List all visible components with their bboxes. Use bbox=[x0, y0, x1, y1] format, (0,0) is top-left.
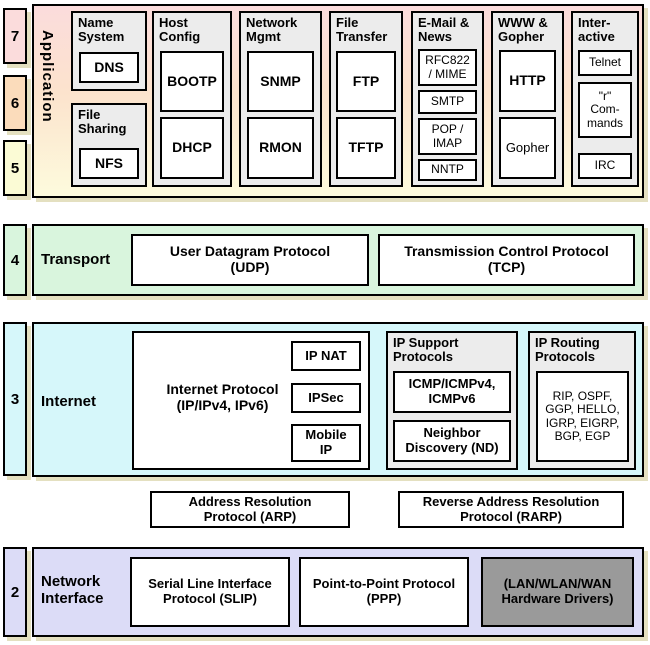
protocol-arp[interactable]: Address Resolution Protocol (ARP) bbox=[150, 491, 350, 528]
protocol-icmp[interactable]: ICMP/ICMPv4, ICMPv6 bbox=[393, 371, 511, 413]
group-file-sharing-title: File Sharing bbox=[78, 107, 127, 137]
protocol-ip-nat[interactable]: IP NAT bbox=[291, 341, 361, 371]
layer-number-7-label: 7 bbox=[10, 27, 20, 45]
group-network-mgmt-title: Network Mgmt bbox=[246, 15, 298, 45]
protocol-pop-imap[interactable]: POP / IMAP bbox=[418, 118, 477, 155]
protocol-udp[interactable]: User Datagram Protocol (UDP) bbox=[131, 234, 369, 286]
protocol-tcp[interactable]: Transmission Control Protocol (TCP) bbox=[378, 234, 635, 286]
protocol-dns[interactable]: DNS bbox=[79, 52, 139, 83]
group-email-news-title: E-Mail & News bbox=[418, 15, 470, 45]
protocol-telnet[interactable]: Telnet bbox=[578, 50, 632, 76]
protocol-ppp[interactable]: Point-to-Point Protocol (PPP) bbox=[299, 557, 469, 627]
protocol-smtp[interactable]: SMTP bbox=[418, 90, 477, 114]
group-ip-routing-protocols-title: IP Routing Protocols bbox=[535, 335, 600, 365]
protocol-rarp[interactable]: Reverse Address Resolution Protocol (RAR… bbox=[398, 491, 624, 528]
transport-layer-label: Transport bbox=[41, 251, 111, 268]
protocol-nntp[interactable]: NNTP bbox=[418, 159, 477, 181]
protocol-rmon[interactable]: RMON bbox=[247, 117, 314, 179]
layer-number-3: 3 bbox=[3, 322, 27, 476]
protocol-bootp[interactable]: BOOTP bbox=[160, 51, 224, 112]
group-ip-support-protocols-title: IP Support Protocols bbox=[393, 335, 459, 365]
protocol-gopher[interactable]: Gopher bbox=[499, 117, 556, 179]
layer-number-7: 7 bbox=[3, 8, 27, 64]
protocol-hardware-drivers[interactable]: (LAN/WLAN/WAN Hardware Drivers) bbox=[481, 557, 634, 627]
layer-number-4-label: 4 bbox=[10, 251, 20, 269]
application-layer-label: Application bbox=[39, 30, 56, 123]
layer-number-5: 5 bbox=[3, 140, 27, 196]
protocol-slip[interactable]: Serial Line Interface Protocol (SLIP) bbox=[130, 557, 290, 627]
group-name-system-title: Name System bbox=[78, 15, 125, 45]
group-host-config-title: Host Config bbox=[159, 15, 201, 45]
protocol-http[interactable]: HTTP bbox=[499, 50, 556, 112]
protocol-r-commands[interactable]: "r" Com- mands bbox=[578, 82, 632, 138]
protocol-snmp[interactable]: SNMP bbox=[247, 51, 314, 112]
network-interface-layer-label: Network Interface bbox=[41, 573, 104, 608]
protocol-routing-list[interactable]: RIP, OSPF, GGP, HELLO, IGRP, EIGRP, BGP,… bbox=[536, 371, 629, 462]
group-interactive-title: Inter- active bbox=[578, 15, 615, 45]
protocol-mobile-ip[interactable]: Mobile IP bbox=[291, 424, 361, 462]
protocol-ftp[interactable]: FTP bbox=[336, 51, 396, 112]
internet-layer-label: Internet bbox=[41, 393, 97, 410]
protocol-neighbor-discovery[interactable]: Neighbor Discovery (ND) bbox=[393, 420, 511, 462]
layer-number-6: 6 bbox=[3, 75, 27, 131]
protocol-rfc822-mime[interactable]: RFC822 / MIME bbox=[418, 49, 477, 86]
protocol-internet-protocol-label[interactable]: Internet Protocol (IP/IPv4, IPv6) bbox=[166, 381, 279, 414]
layer-number-2-label: 2 bbox=[10, 583, 20, 601]
protocol-dhcp[interactable]: DHCP bbox=[160, 117, 224, 179]
layer-number-4: 4 bbox=[3, 224, 27, 296]
protocol-nfs[interactable]: NFS bbox=[79, 148, 139, 179]
protocol-ipsec[interactable]: IPSec bbox=[291, 383, 361, 413]
protocol-irc[interactable]: IRC bbox=[578, 153, 632, 179]
layer-number-2: 2 bbox=[3, 547, 27, 637]
group-file-transfer-title: File Transfer bbox=[336, 15, 388, 45]
group-www-gopher-title: WWW & Gopher bbox=[498, 15, 548, 45]
layer-number-6-label: 6 bbox=[10, 94, 20, 112]
protocol-tftp[interactable]: TFTP bbox=[336, 117, 396, 179]
layer-number-3-label: 3 bbox=[10, 390, 20, 408]
layer-number-5-label: 5 bbox=[10, 159, 20, 177]
